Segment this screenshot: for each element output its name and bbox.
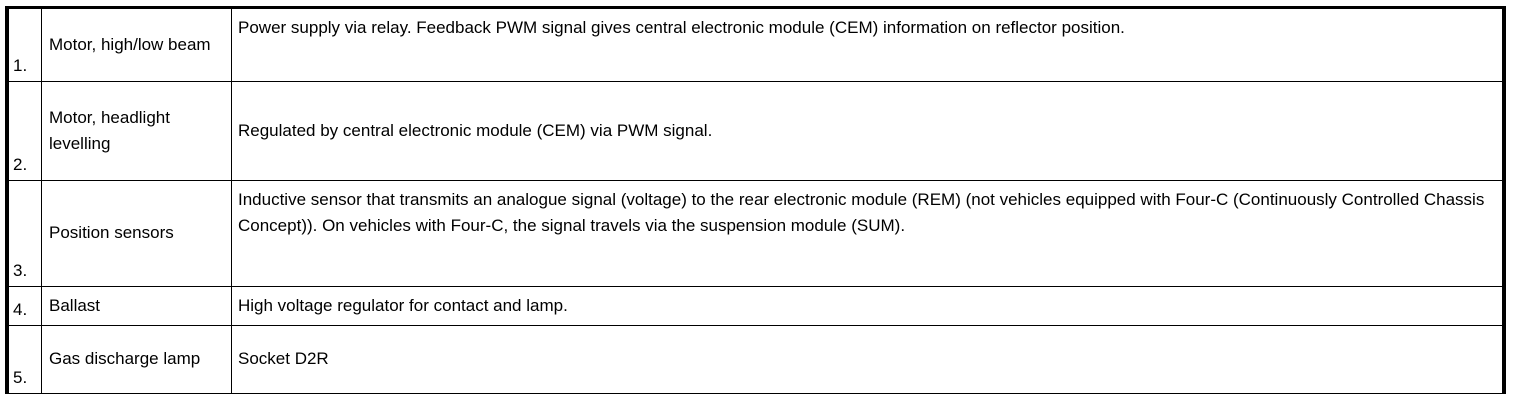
component-name: Motor, headlight levelling [49, 107, 170, 153]
row-number-cell: 3. [8, 179, 42, 287]
table-row: 3. Position sensors Inductive sensor tha… [8, 179, 1503, 287]
component-name: Ballast [49, 295, 101, 315]
component-name-cell: Gas discharge lamp [41, 324, 232, 393]
component-description: Regulated by central electronic module (… [238, 120, 713, 140]
row-number-cell: 1. [8, 9, 42, 82]
table-row: 2. Motor, headlight levelling Regulated … [8, 80, 1503, 181]
component-name: Motor, high/low beam [49, 34, 211, 54]
legend-table: 1. Motor, high/low beam Power supply via… [8, 9, 1503, 393]
row-number: 3. [13, 260, 28, 280]
legend-table-body: 1. Motor, high/low beam Power supply via… [8, 9, 1503, 393]
component-description-cell: Regulated by central electronic module (… [231, 80, 1503, 181]
component-name-cell: Ballast [41, 285, 232, 326]
component-description: High voltage regulator for contact and l… [238, 295, 568, 315]
component-name-cell: Position sensors [41, 179, 232, 287]
component-legend-table: 1. Motor, high/low beam Power supply via… [5, 6, 1506, 394]
row-number: 1. [13, 55, 28, 75]
component-name: Position sensors [49, 223, 174, 242]
table-row: 5. Gas discharge lamp Socket D2R [8, 324, 1503, 393]
component-name: Gas discharge lamp [49, 349, 201, 369]
component-name-cell: Motor, headlight levelling [41, 80, 232, 181]
row-number: 5. [13, 368, 28, 387]
row-number-cell: 2. [8, 80, 42, 181]
row-number: 4. [13, 299, 28, 319]
component-description: Inductive sensor that transmits an analo… [238, 189, 1485, 235]
component-description-cell: Power supply via relay. Feedback PWM sig… [231, 9, 1503, 82]
component-description-cell: Inductive sensor that transmits an analo… [231, 179, 1503, 287]
row-number-cell: 4. [8, 285, 42, 326]
component-description-cell: High voltage regulator for contact and l… [231, 285, 1503, 326]
component-description: Socket D2R [238, 349, 329, 369]
component-name-cell: Motor, high/low beam [41, 9, 232, 82]
component-description: Power supply via relay. Feedback PWM sig… [238, 18, 1125, 37]
table-row: 1. Motor, high/low beam Power supply via… [8, 9, 1503, 82]
component-description-cell: Socket D2R [231, 324, 1503, 393]
row-number: 2. [13, 154, 28, 174]
table-row: 4. Ballast High voltage regulator for co… [8, 285, 1503, 326]
row-number-cell: 5. [8, 324, 42, 393]
